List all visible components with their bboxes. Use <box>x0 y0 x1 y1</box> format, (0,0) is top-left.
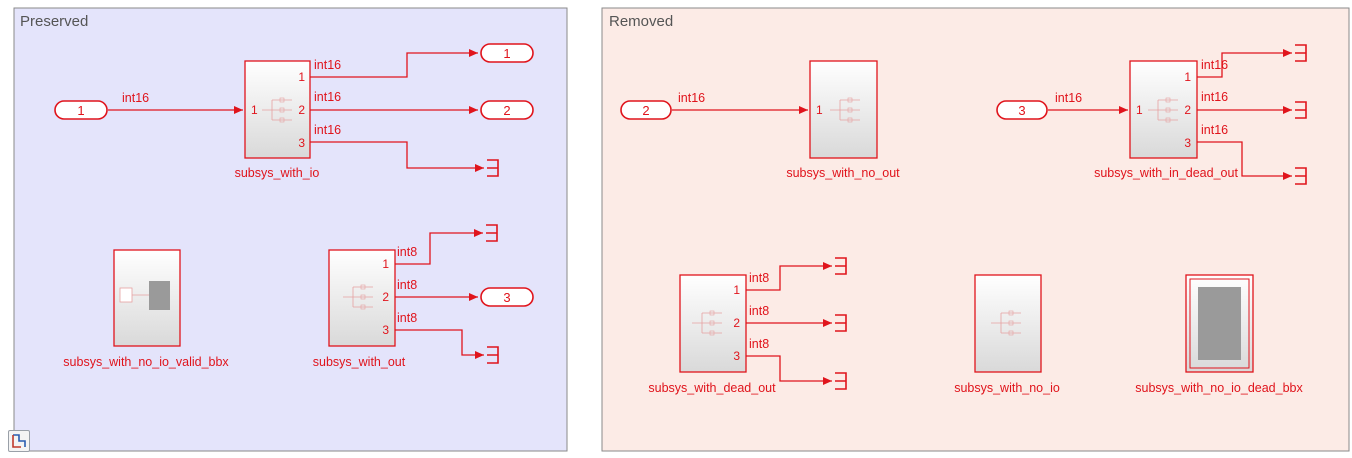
subsys-with-no-out-block[interactable]: 1 subsys_with_no_out <box>786 60 900 180</box>
wires-removed <box>672 49 1292 385</box>
signal-label: int8 <box>749 271 769 285</box>
signal-label: int16 <box>1201 58 1228 72</box>
outport-3-label: 3 <box>503 290 510 305</box>
port-in-1: 1 <box>251 103 258 117</box>
port-in-1: 1 <box>1136 103 1143 117</box>
signal-label: int16 <box>314 90 341 104</box>
wire-without-o3[interactable] <box>395 329 484 359</box>
inport-1[interactable]: 1 <box>54 100 108 120</box>
outport-2-label: 2 <box>503 103 510 118</box>
area-preserved-title: Preserved <box>20 13 88 30</box>
block-name: subsys_with_no_out <box>786 166 900 180</box>
signal-label: int16 <box>314 58 341 72</box>
block-name: subsys_with_no_io <box>954 381 1060 395</box>
subsys-with-in-dead-out-block[interactable]: 1 1 2 3 subsys_with_in_dead_out <box>1094 60 1238 180</box>
inport-2-label: 2 <box>642 103 649 118</box>
signal-label: int8 <box>749 337 769 351</box>
wire-dead-o3[interactable] <box>1197 141 1292 180</box>
outport-1-label: 1 <box>503 46 510 61</box>
subsys-with-no-io-block[interactable]: subsys_with_no_io <box>954 274 1060 395</box>
port-out-1: 1 <box>298 70 305 84</box>
area-hierarchy-icon[interactable] <box>8 430 30 452</box>
subsys-with-no-io-valid-bbx-block[interactable]: subsys_with_no_io_valid_bbx <box>63 249 229 369</box>
signal-label: int8 <box>397 278 417 292</box>
area-removed[interactable]: Removed <box>601 7 1350 452</box>
port-out-3: 3 <box>298 136 305 150</box>
signal-label: int16 <box>1201 123 1228 137</box>
signal-label: int8 <box>749 304 769 318</box>
port-out-1: 1 <box>382 257 389 271</box>
bbx-port-icon <box>119 287 133 303</box>
area-removed-title: Removed <box>609 13 673 30</box>
port-out-2: 2 <box>298 103 305 117</box>
block-name: subsys_with_no_io_dead_bbx <box>1135 381 1303 395</box>
signal-label: int8 <box>397 311 417 325</box>
inport-2[interactable]: 2 <box>620 100 672 120</box>
wire-io-term[interactable] <box>310 141 484 172</box>
port-out-1: 1 <box>733 283 740 297</box>
inport-3[interactable]: 3 <box>996 100 1048 120</box>
block-name: subsys_with_io <box>235 166 320 180</box>
block-name: subsys_with_no_io_valid_bbx <box>63 355 229 369</box>
block-name: subsys_with_out <box>313 355 406 369</box>
inport-3-label: 3 <box>1018 103 1025 118</box>
signal-label: int16 <box>314 123 341 137</box>
signal-label: int16 <box>122 91 149 105</box>
port-in-1: 1 <box>816 103 823 117</box>
subsys-with-dead-out-block[interactable]: 1 2 3 subsys_with_dead_out <box>648 274 776 395</box>
hierarchy-glyph <box>12 434 26 448</box>
port-out-3: 3 <box>1184 136 1191 150</box>
signal-labels: int16 int16 int16 int16 int8 int8 int8 i… <box>122 58 1228 351</box>
outport-2[interactable]: 2 <box>480 100 534 120</box>
block-name: subsys_with_dead_out <box>648 381 776 395</box>
port-out-2: 2 <box>1184 103 1191 117</box>
wire-without-o1[interactable] <box>395 229 483 265</box>
signal-label: int16 <box>1201 90 1228 104</box>
wire-dead-o1[interactable] <box>1197 49 1292 78</box>
outport-1[interactable]: 1 <box>480 43 534 63</box>
wire-deadout-o1[interactable] <box>746 262 832 291</box>
inport-1-label: 1 <box>77 103 84 118</box>
wire-deadout-o3[interactable] <box>746 355 832 385</box>
port-out-3: 3 <box>733 349 740 363</box>
port-out-2: 2 <box>733 316 740 330</box>
signal-label: int8 <box>397 245 417 259</box>
wire-io-out1[interactable] <box>310 49 478 78</box>
port-out-2: 2 <box>382 290 389 304</box>
subsys-with-no-io-dead-bbx-block[interactable]: subsys_with_no_io_dead_bbx <box>1135 274 1303 395</box>
subsys-with-io-block[interactable]: 1 1 2 3 subsys_with_io <box>235 60 320 180</box>
outport-3[interactable]: 3 <box>480 287 534 307</box>
subsys-with-out-block[interactable]: 1 2 3 subsys_with_out <box>313 249 406 369</box>
bbx-fill <box>1198 287 1241 360</box>
wires-preserved <box>108 49 484 359</box>
bbx-fill <box>149 281 170 310</box>
signal-label: int16 <box>1055 91 1082 105</box>
port-out-1: 1 <box>1184 70 1191 84</box>
port-out-3: 3 <box>382 323 389 337</box>
signal-label: int16 <box>678 91 705 105</box>
block-name: subsys_with_in_dead_out <box>1094 166 1238 180</box>
